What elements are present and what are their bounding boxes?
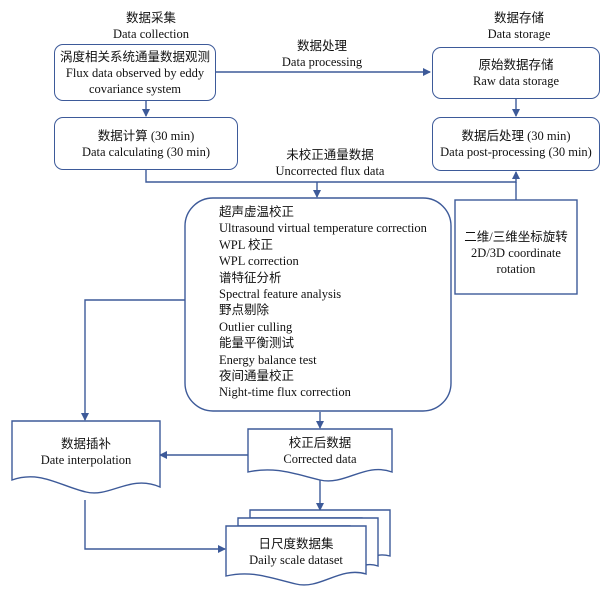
step-item: Night-time flux correction xyxy=(219,385,351,400)
calculating-box: 数据计算 (30 min) Data calculating (30 min) xyxy=(54,117,238,170)
header-collection: 数据采集 Data collection xyxy=(112,11,189,41)
corrections-box xyxy=(184,197,452,412)
corrected-shape xyxy=(247,428,393,482)
dataset-label: 日尺度数据集 Daily scale dataset xyxy=(249,537,343,567)
step-item: 野点剔除 xyxy=(219,303,270,318)
interpolation-shape xyxy=(11,420,161,494)
step-item: Spectral feature analysis xyxy=(219,287,342,302)
step-item: 夜间通量校正 xyxy=(219,369,295,384)
rotation-label: 二维/三维坐标旋转 2D/3D coordinate rotation xyxy=(464,230,568,276)
arrow-corrections-to-interp xyxy=(81,299,185,421)
arrow-calc-to-post xyxy=(145,170,520,183)
step-item: WPL 校正 xyxy=(219,237,274,252)
post-processing-box: 数据后处理 (30 min) Data post-processing (30 … xyxy=(432,117,600,171)
step-item: 能量平衡测试 xyxy=(219,336,295,351)
arrow-interp-to-dataset xyxy=(84,500,226,553)
step-item: 超声虚温校正 xyxy=(219,205,295,219)
correction-steps-list: 超声虚温校正 Ultrasound virtual temperature co… xyxy=(219,204,449,401)
interpolation-label: 数据插补 Date interpolation xyxy=(40,437,132,467)
corrected-label: 校正后数据 Corrected data xyxy=(283,436,357,466)
header-storage: 数据存储 Data storage xyxy=(487,11,551,41)
dataset-shape-front xyxy=(225,525,367,586)
step-item: Energy balance test xyxy=(219,352,317,367)
step-item: Outlier culling xyxy=(219,319,293,334)
step-item: 谱特征分析 xyxy=(219,270,282,285)
label-uncorrected: 未校正通量数据 Uncorrected flux data xyxy=(275,148,385,178)
step-item: Ultrasound virtual temperature correctio… xyxy=(219,221,427,236)
flux-observation-box: 涡度相关系统通量数据观测 Flux data observed by eddy … xyxy=(54,44,216,101)
step-item: WPL correction xyxy=(219,254,299,269)
rotation-box xyxy=(454,199,578,295)
raw-storage-box: 原始数据存储 Raw data storage xyxy=(432,47,600,99)
header-processing: 数据处理 Data processing xyxy=(281,39,363,69)
